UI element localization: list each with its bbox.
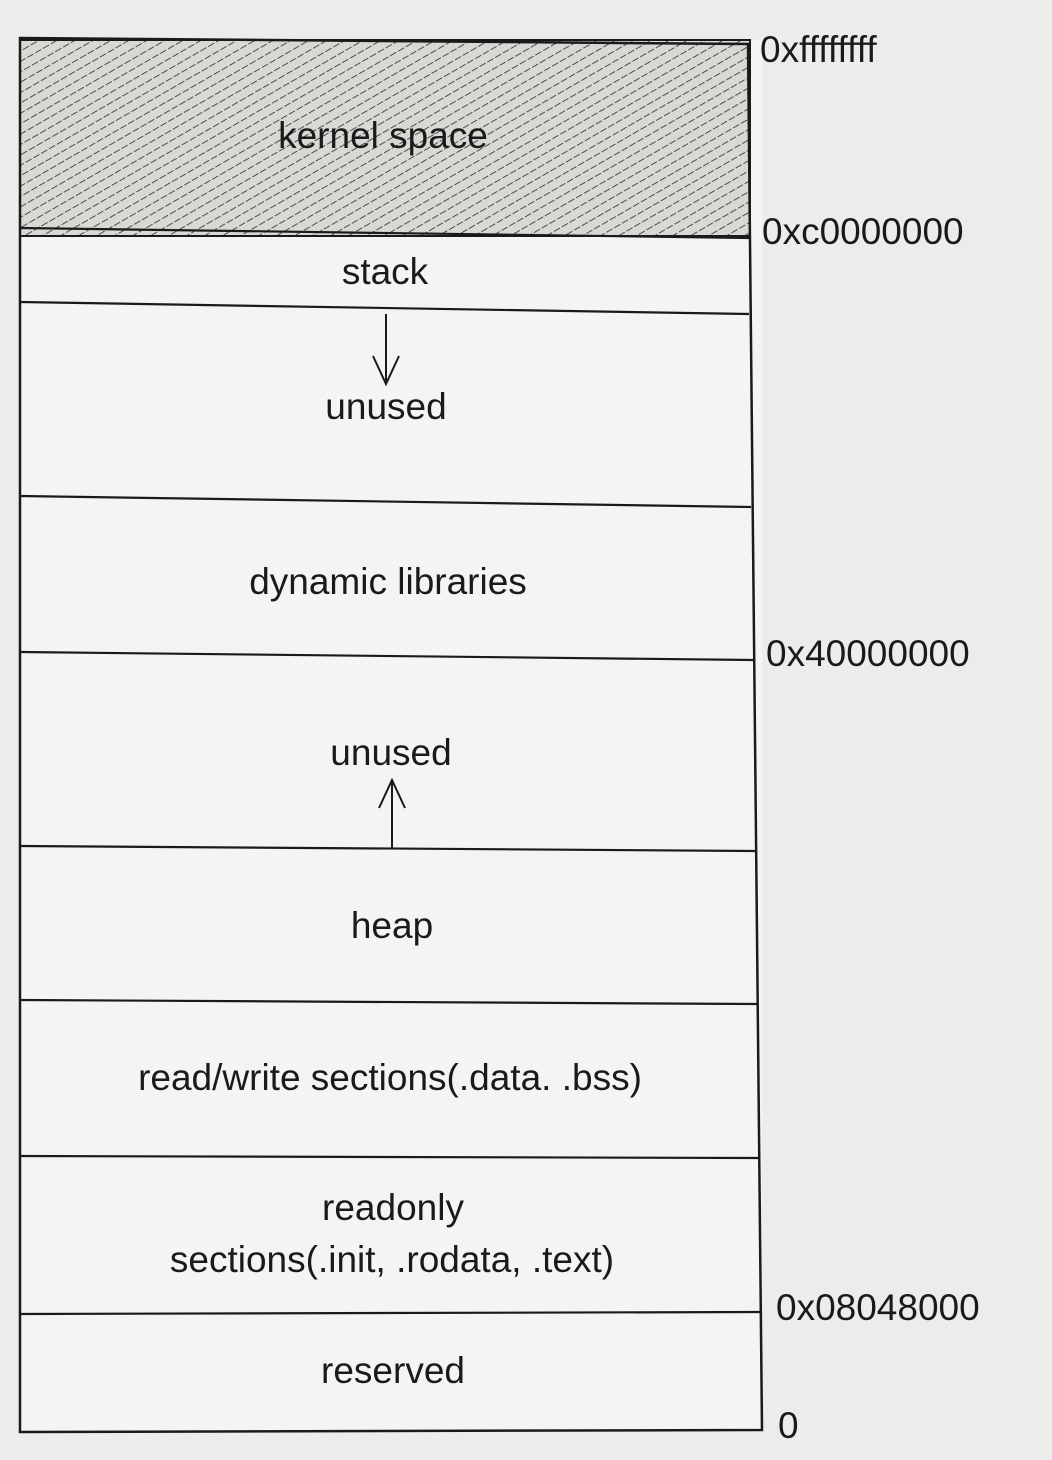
segment-label-stack: stack <box>342 251 429 292</box>
heap-growth-arrow-up <box>378 777 406 848</box>
divider-stack-unused <box>19 300 750 316</box>
address-label-libs-boundary: 0x40000000 <box>766 633 970 674</box>
segment-label-kernel-space: kernel space <box>278 115 488 156</box>
address-label-kernel-boundary: 0xc0000000 <box>762 211 964 252</box>
divider-kernel-stack <box>19 226 750 240</box>
divider-readonly-reserved <box>19 1310 762 1316</box>
address-label-text-start: 0x08048000 <box>776 1287 980 1328</box>
divider-libs-unused <box>19 650 754 662</box>
segment-label-rw-sections: read/write sections(.data. .bss) <box>138 1057 642 1098</box>
divider-unused-libs <box>19 494 752 509</box>
segment-label-readonly-line1: readonly <box>322 1187 464 1228</box>
address-label-zero: 0 <box>778 1405 799 1446</box>
segment-label-readonly-line2: sections(.init, .rodata, .text) <box>170 1239 614 1280</box>
segment-label-unused-top: unused <box>325 386 446 427</box>
segment-label-heap: heap <box>351 905 433 946</box>
segment-label-unused-bottom: unused <box>330 732 451 773</box>
address-label-top: 0xffffffff <box>760 29 877 70</box>
segment-label-reserved: reserved <box>321 1350 465 1391</box>
segment-label-dynamic-libraries: dynamic libraries <box>249 561 527 602</box>
divider-rw-readonly <box>19 1154 760 1160</box>
divider-unused-heap <box>19 844 756 853</box>
stack-growth-arrow-down <box>372 314 400 387</box>
kernel-space-region <box>19 39 751 237</box>
divider-heap-rw <box>19 998 758 1006</box>
memory-box <box>20 40 762 1432</box>
memory-box-border <box>18 36 764 1434</box>
